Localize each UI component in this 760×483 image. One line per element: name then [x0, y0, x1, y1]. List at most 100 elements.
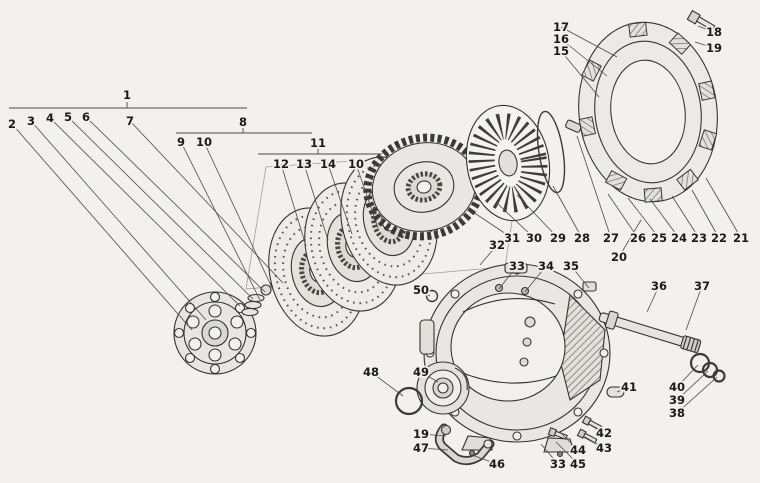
callout-27: 27 [603, 231, 619, 245]
callout-44: 44 [570, 443, 586, 457]
callout-13: 13 [296, 157, 312, 171]
callout-30: 30 [526, 231, 542, 245]
callout-28: 28 [574, 231, 590, 245]
housing-top-lug [504, 262, 528, 274]
leader-19 [420, 433, 447, 437]
shaft-washers [689, 352, 726, 383]
leader-49 [420, 371, 439, 383]
callout-41: 41 [621, 380, 637, 394]
leader-38 [676, 376, 718, 414]
callout-10: 10 [196, 135, 212, 149]
callout-4: 4 [46, 111, 54, 125]
cover-bolt [686, 9, 716, 31]
leader-40 [676, 364, 699, 388]
leader-19 [694, 41, 715, 49]
callout-19: 19 [413, 427, 429, 441]
leader-5 [67, 116, 254, 300]
callout-32: 32 [489, 238, 505, 252]
callout-5: 5 [64, 110, 72, 124]
callout-12: 12 [273, 157, 289, 171]
callout-40: 40 [669, 380, 685, 394]
leader-44 [559, 431, 579, 451]
spacer-sleeve [606, 386, 625, 398]
release-fork [434, 423, 495, 466]
leader-20 [618, 219, 642, 258]
leader-18 [697, 25, 715, 33]
clutch-cover [578, 21, 718, 203]
callout-23: 23 [691, 231, 707, 245]
callout-34: 34 [538, 259, 554, 273]
callout-11: 11 [310, 136, 326, 150]
leader-39 [676, 370, 709, 401]
callout-37: 37 [694, 279, 710, 293]
leader-42 [589, 424, 605, 434]
callout-10: 10 [348, 157, 364, 171]
callout-24: 24 [671, 231, 687, 245]
callout-38: 38 [669, 406, 685, 420]
leader-13 [303, 163, 329, 241]
leader-28 [552, 185, 583, 239]
leader-3 [30, 120, 207, 321]
leader-4 [49, 117, 241, 307]
callout-49: 49 [413, 365, 429, 379]
leader-33 [498, 265, 518, 290]
leader-15 [560, 50, 600, 98]
leader-32 [479, 244, 498, 266]
callout-46: 46 [489, 457, 505, 471]
leader-10 [203, 141, 275, 293]
callout-9: 9 [177, 135, 185, 149]
release-bearing [416, 361, 470, 415]
leader-23 [671, 195, 700, 239]
callout-15: 15 [553, 44, 569, 58]
callout-3: 3 [27, 114, 35, 128]
callout-22: 22 [711, 231, 727, 245]
clutch-shaft [598, 310, 702, 354]
housing-side-bracket [419, 319, 435, 355]
leader-2 [11, 123, 193, 331]
callout-33: 33 [509, 259, 525, 273]
callout-33: 33 [550, 457, 566, 471]
leader-48 [370, 371, 404, 397]
leader-46 [471, 454, 498, 465]
leader-30 [496, 202, 535, 239]
callout-31: 31 [504, 231, 520, 245]
leader-34 [524, 265, 547, 293]
callout-36: 36 [651, 279, 667, 293]
callout-42: 42 [596, 426, 612, 440]
leader-36 [646, 285, 660, 313]
callout-48: 48 [363, 365, 379, 379]
leader-16 [560, 38, 608, 77]
leader-41 [616, 386, 630, 393]
callout-18: 18 [706, 25, 722, 39]
leader-29 [516, 194, 559, 239]
leader-50 [420, 289, 431, 297]
callout-2: 2 [8, 117, 16, 131]
leader-45 [555, 441, 579, 465]
callout-25: 25 [651, 231, 667, 245]
leader-26 [607, 193, 639, 239]
leader-22 [691, 189, 720, 239]
leader-37 [685, 285, 703, 331]
callout-21: 21 [733, 231, 749, 245]
leader-9 [180, 141, 261, 301]
snap-ring [425, 289, 439, 303]
callout-39: 39 [669, 393, 685, 407]
callout-45: 45 [570, 457, 586, 471]
leader-lines [11, 25, 742, 465]
leader-21 [705, 177, 742, 239]
leader-17 [560, 26, 618, 58]
callout-20: 20 [611, 250, 627, 264]
gasket-ring [536, 110, 566, 194]
leader-33 [540, 443, 559, 465]
callout-19: 19 [706, 41, 722, 55]
leader-24 [649, 198, 680, 239]
callout-50: 50 [413, 283, 429, 297]
callout-17: 17 [553, 20, 569, 34]
leader-12 [280, 163, 307, 247]
fork-pin [440, 424, 452, 436]
callout-47: 47 [413, 441, 429, 455]
callout-1: 1 [123, 88, 131, 102]
